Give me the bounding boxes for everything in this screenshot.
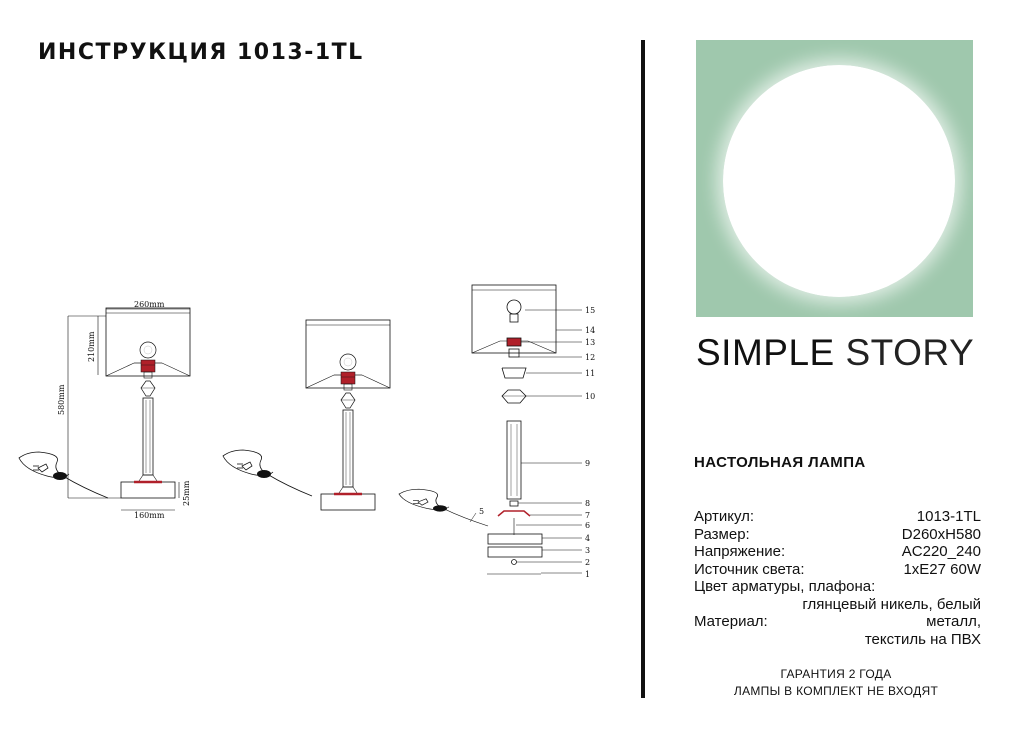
page-title: ИНСТРУКЦИЯ 1013-1TL	[38, 40, 364, 65]
specs-list: Артикул: 1013-1TL Размер: D260xH580 Напр…	[694, 508, 981, 648]
spec-value: D260xH580	[901, 525, 981, 543]
dim-base-height: 25mm	[182, 480, 191, 506]
spec-color: Цвет арматуры, плафона: глянцевый никель…	[694, 578, 981, 613]
spec-label: Размер:	[694, 525, 750, 543]
brand-name-part2: STORY	[845, 332, 975, 373]
footer-notes: ГАРАНТИЯ 2 ГОДА ЛАМПЫ В КОМПЛЕКТ НЕ ВХОД…	[700, 666, 972, 700]
cord-2	[222, 449, 313, 497]
spec-value: 1013-1TL	[916, 508, 981, 525]
lamp-front-view	[104, 306, 192, 500]
vertical-divider	[641, 40, 645, 698]
spec-label: Напряжение:	[694, 543, 786, 560]
spec-size: Размер: D260xH580	[694, 526, 981, 544]
lamp-diagrams: 260mm 210mm 580mm 160mm 25mm	[18, 284, 595, 579]
spec-label: Цвет арматуры, плафона:	[694, 578, 876, 595]
cord-3	[398, 488, 489, 527]
part-12: 12	[585, 353, 595, 362]
spec-value: металл,	[926, 613, 981, 630]
spec-value: AC220_240	[901, 543, 981, 560]
brand-name: SIMPLE STORY	[696, 332, 974, 374]
spec-light-source: Источник света: 1xE27 60W	[694, 561, 981, 579]
part-14: 14	[585, 326, 595, 335]
sun-circle-icon	[723, 65, 955, 297]
dim-width: 260mm	[134, 300, 165, 309]
brand-name-part1: SIMPLE	[696, 332, 835, 373]
part-13: 13	[585, 338, 595, 347]
spec-material: Материал: металл,	[694, 613, 981, 631]
lamp-side-view	[304, 318, 392, 512]
part-11: 11	[585, 369, 595, 378]
part-8: 8	[585, 499, 590, 508]
spec-label: Источник света:	[694, 560, 805, 578]
part-2: 2	[585, 558, 590, 567]
part-4: 4	[585, 534, 590, 543]
lamp-exploded-view	[471, 284, 557, 575]
spec-voltage: Напряжение: AC220_240	[694, 543, 981, 561]
part-15: 15	[585, 306, 595, 315]
dim-base-width: 160mm	[134, 511, 165, 520]
part-7: 7	[585, 511, 590, 520]
spec-article: Артикул: 1013-1TL	[694, 508, 981, 526]
part-9: 9	[585, 459, 590, 468]
part-1: 1	[585, 570, 590, 579]
product-type: НАСТОЛЬНАЯ ЛАМПА	[694, 454, 866, 471]
part-3: 3	[585, 546, 590, 555]
dim-shade-height: 210mm	[87, 331, 96, 362]
spec-material-cont: текстиль на ПВХ	[864, 630, 981, 648]
spec-value: глянцевый никель, белый	[802, 595, 981, 613]
part-6: 6	[585, 521, 590, 530]
spec-label: Артикул:	[694, 508, 755, 525]
dim-total-height: 580mm	[57, 384, 66, 415]
bulbs-note: ЛАМПЫ В КОМПЛЕКТ НЕ ВХОДЯТ	[733, 684, 939, 698]
part-10: 10	[585, 392, 595, 401]
spec-value: 1xE27 60W	[903, 560, 981, 578]
spec-label: Материал:	[694, 613, 768, 630]
part-5: 5	[479, 507, 484, 516]
brand-logo-panel	[696, 40, 973, 317]
warranty-note: ГАРАНТИЯ 2 ГОДА	[780, 667, 892, 681]
cord-1	[18, 451, 109, 499]
